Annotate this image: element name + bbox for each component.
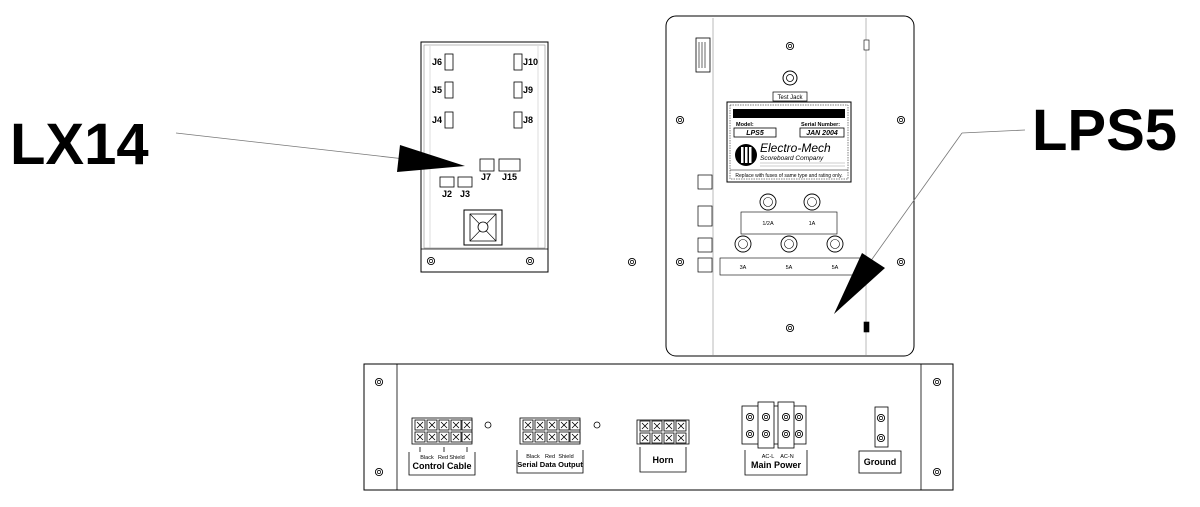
- fuse-icon: [759, 193, 777, 211]
- jack-label: J7: [481, 172, 491, 182]
- screw-icon: [675, 115, 685, 125]
- jack-label: J5: [432, 85, 442, 95]
- wire-label: Shield: [558, 454, 573, 460]
- serial-label: Serial Number:: [801, 122, 840, 128]
- connector-j4: [444, 111, 454, 129]
- wire-label: Red: [438, 455, 448, 461]
- jack-label: J10: [523, 57, 538, 67]
- block-label: Ground: [864, 457, 897, 467]
- fuse-icon: [803, 193, 821, 211]
- fuse-note: Replace with fuses of same type and rati…: [735, 173, 842, 179]
- wire-label: Black: [526, 454, 540, 460]
- screw-icon: [932, 467, 942, 477]
- screw-icon: [932, 377, 942, 387]
- connector-j6: [444, 53, 454, 71]
- test-jack-icon: [782, 70, 798, 86]
- block-label: Horn: [653, 455, 674, 465]
- terminal-block-ground: Ground: [858, 406, 902, 474]
- fuse-rating: 5A: [832, 265, 839, 271]
- lps5-panel: Test Jack Model: Serial Number: LPS5 JAN…: [627, 15, 915, 357]
- connector-j9: [513, 81, 523, 99]
- screw-icon: [896, 115, 906, 125]
- screw-icon: [374, 467, 384, 477]
- screw-icon: [785, 41, 795, 51]
- fuse-icon: [734, 235, 752, 253]
- connector-j8: [513, 111, 523, 129]
- connector-j5: [444, 81, 454, 99]
- block-label: Control Cable: [412, 461, 471, 471]
- fuse-rating: 5A: [786, 265, 793, 271]
- jack-label: J2: [442, 189, 452, 199]
- callout-lps5: LPS5: [1032, 98, 1177, 163]
- connector-j2: [439, 176, 455, 188]
- fuse-icon: [780, 235, 798, 253]
- screw-icon: [627, 257, 637, 267]
- jack-label: J15: [502, 172, 517, 182]
- mount-bracket-icon: [463, 209, 503, 246]
- terminal-block-horn: Horn: [636, 419, 690, 473]
- callout-arrow-lx14: [175, 132, 465, 172]
- fuse-rating: 1A: [809, 221, 816, 227]
- connector-j3: [457, 176, 473, 188]
- block-label: Main Power: [751, 460, 802, 470]
- screw-icon: [374, 377, 384, 387]
- company-subtitle: Scoreboard Company: [760, 155, 824, 162]
- fuse-rating: 3A: [740, 265, 747, 271]
- wire-label: Red: [545, 454, 555, 460]
- fuse-icon: [826, 235, 844, 253]
- ground-screw-icon: [876, 413, 886, 423]
- model-value: LPS5: [746, 130, 764, 137]
- jack-label: J8: [523, 115, 533, 125]
- screw-icon: [896, 257, 906, 267]
- block-label: Serial Data Output: [517, 460, 583, 469]
- jack-label: J4: [432, 115, 442, 125]
- screw-icon: [426, 256, 436, 266]
- company-name: Electro-Mech: [760, 141, 831, 155]
- connector-j10: [513, 53, 523, 71]
- screw-icon: [785, 323, 795, 333]
- label-plate: Model: Serial Number: LPS5 JAN 2004 Elec…: [726, 101, 852, 183]
- callout-arrow-lps5: [834, 129, 1026, 314]
- screw-icon: [675, 257, 685, 267]
- terminal-block-main-power: AC-L AC-N Main Power: [741, 401, 808, 476]
- test-jack-label: Test Jack: [777, 95, 803, 101]
- jack-label: J6: [432, 57, 442, 67]
- terminal-block-serial-data-output: Black Red Shield Serial Data Output: [516, 417, 584, 474]
- jack-label: J9: [523, 85, 533, 95]
- lx14-board: J6 J10 J5 J9 J4 J8 J7 J15 J2 J3: [420, 41, 549, 273]
- wire-label: AC-N: [780, 454, 793, 460]
- model-label: Model:: [736, 122, 754, 128]
- callout-lx14: LX14: [10, 112, 149, 177]
- wire-label: AC-L: [762, 454, 775, 460]
- ground-screw-icon: [876, 433, 886, 443]
- screw-icon: [525, 256, 535, 266]
- connector-j7: [479, 158, 495, 172]
- wire-label: Shield: [449, 455, 464, 461]
- electro-mech-logo-icon: [735, 144, 757, 166]
- terminal-block-control-cable: Black Red Shield Control Cable: [408, 417, 476, 476]
- wire-label: Black: [420, 455, 434, 461]
- jack-label: J3: [460, 189, 470, 199]
- terminal-panel: Black Red Shield Control Cable Black Red…: [363, 363, 954, 491]
- connector-j15: [498, 158, 521, 172]
- side-connector-icon: [695, 37, 711, 73]
- fuse-rating: 1/2A: [762, 221, 774, 227]
- serial-value: JAN 2004: [806, 130, 838, 137]
